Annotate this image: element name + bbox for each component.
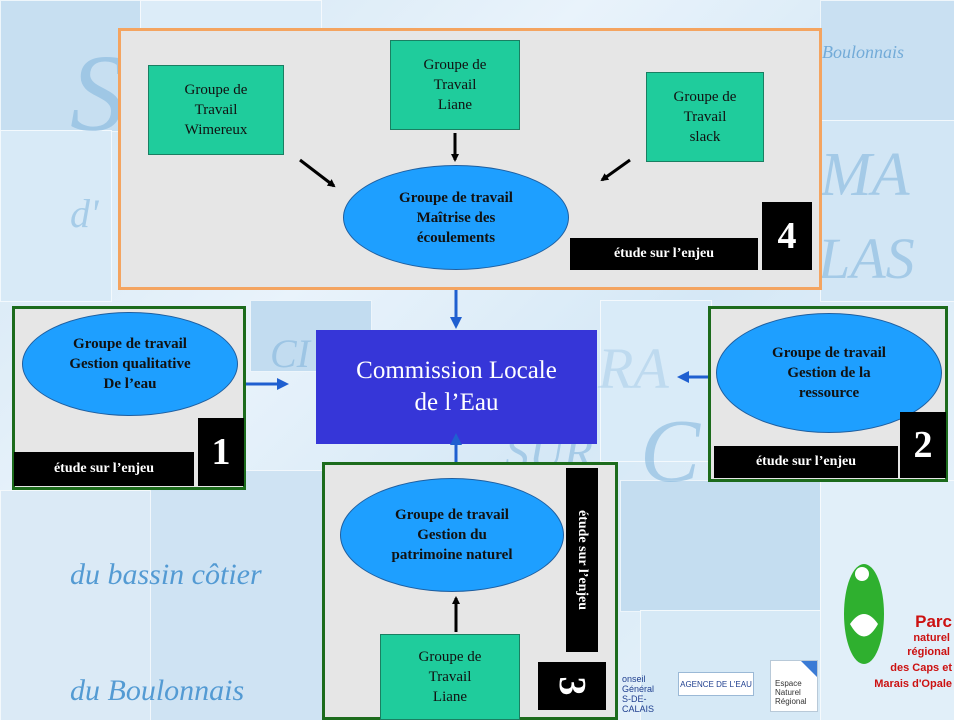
watermark-text: MA	[820, 141, 910, 209]
group3-etude-box: étude sur l’enjeu	[566, 468, 598, 652]
commission-locale-label: Commission Locale de l’Eau	[356, 357, 557, 416]
group2-main-label: Groupe de travail Gestion de la ressourc…	[772, 345, 886, 401]
parc-naturel-logo: Parc naturel régional des Caps et Marais…	[838, 554, 954, 720]
espace-naturel-corner	[801, 661, 817, 677]
parc-line-5: Marais d'Opale	[874, 678, 952, 690]
boulonnais-title: Boulonnais	[822, 42, 905, 62]
watermark-text: LAS	[818, 226, 915, 291]
group1-main-label: Groupe de travail Gestion qualitative De…	[69, 336, 191, 392]
group4-slack-box: Groupe de Travail slack	[646, 72, 764, 162]
group3-number-box: 3	[538, 662, 606, 710]
conseil-general-logo: onseil Général S-DE-CALAIS	[622, 674, 655, 714]
group2-main-ellipse: Groupe de travail Gestion de la ressourc…	[716, 313, 942, 433]
group4-liane-label: Groupe de Travail Liane	[423, 57, 487, 113]
group2-number: 2	[900, 412, 946, 478]
arrow-wimereux-to-main	[299, 158, 336, 188]
watermark-text: CI	[270, 331, 310, 376]
group4-wimereux-label: Groupe de Travail Wimereux	[184, 82, 248, 138]
agence-eau-logo: AGENCE DE L'EAU	[678, 672, 754, 696]
group4-number: 4	[762, 202, 812, 270]
parc-emblem-icon	[844, 564, 884, 664]
parc-line-3: régional	[907, 646, 950, 658]
parc-line-2: naturel	[913, 632, 950, 644]
watermark-text: S	[70, 32, 125, 154]
group4-etude-label: étude sur l’enjeu	[570, 238, 758, 270]
group3-liane-box: Groupe de Travail Liane	[380, 634, 520, 720]
boulonnais-footer-title: du Boulonnais	[70, 674, 245, 707]
bassin-cotier-title: du bassin côtier	[70, 558, 262, 591]
espace-naturel-text: Espace Naturel Régional	[775, 679, 807, 706]
espace-naturel-logo: Espace Naturel Régional	[770, 660, 818, 712]
group1-main-ellipse: Groupe de travail Gestion qualitative De…	[22, 312, 238, 416]
group3-main-ellipse: Groupe de travail Gestion du patrimoine …	[340, 478, 564, 592]
watermark-text: RA	[598, 336, 669, 401]
watermark-text: C	[640, 402, 701, 501]
group1-etude-label: étude sur l’enjeu	[14, 452, 194, 486]
parc-line-1: Parc	[915, 612, 952, 631]
arrow-slack-to-main	[600, 158, 631, 182]
group4-wimereux-box: Groupe de Travail Wimereux	[148, 65, 284, 155]
group3-liane-label: Groupe de Travail Liane	[418, 649, 482, 705]
group4-slack-label: Groupe de Travail slack	[673, 89, 737, 145]
group1-number: 1	[198, 418, 244, 486]
group3-main-label: Groupe de travail Gestion du patrimoine …	[391, 507, 513, 563]
commission-locale-box: Commission Locale de l’Eau	[316, 330, 597, 444]
group4-main-label: Groupe de travail Maîtrise des écoulemen…	[399, 189, 513, 246]
group4-liane-box: Groupe de Travail Liane	[390, 40, 520, 130]
watermark-text: d'	[70, 191, 99, 236]
group2-etude-label: étude sur l’enjeu	[714, 446, 898, 478]
group4-main-ellipse: Groupe de travail Maîtrise des écoulemen…	[343, 165, 569, 270]
agence-eau-text: AGENCE DE L'EAU	[680, 679, 752, 689]
parc-line-4: des Caps et	[890, 662, 952, 674]
